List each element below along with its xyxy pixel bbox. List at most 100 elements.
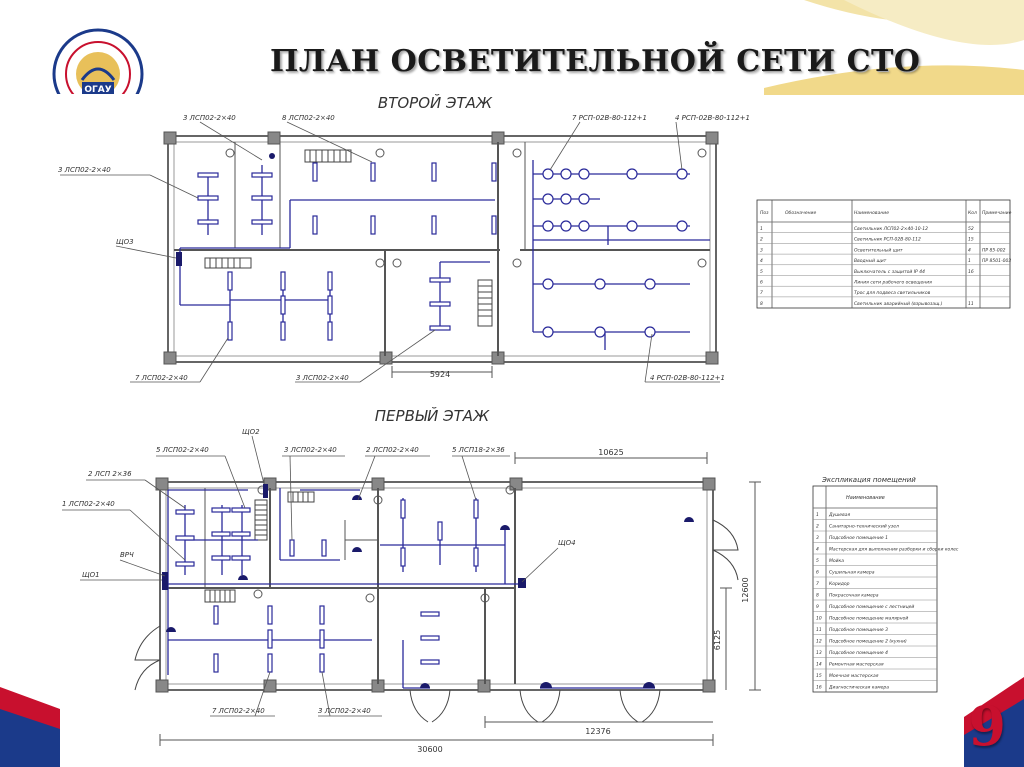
footer-decoration-left [0, 687, 60, 767]
lighting-plan-drawing: ВТОРОЙ ЭТАЖ [58, 93, 1012, 754]
spec-header-cell: Обозначение [785, 210, 816, 216]
rooms-num-cell: 8 [816, 593, 819, 599]
rooms-name-cell: Моечная мастерская [829, 673, 879, 679]
svg-text:ОГАУ: ОГАУ [84, 85, 111, 94]
spec-cell: Вводный щит [854, 258, 887, 264]
spec-cell: Светильник ЛСП02-2×40-10-12 [854, 226, 928, 232]
spec-cell: 3 [760, 247, 763, 253]
spec-cell: 8 [760, 301, 763, 307]
spec-cell: Осветительный щит [854, 247, 903, 253]
spec-header-cell: Примечание [982, 210, 1012, 216]
rooms-name-cell: Подсобное помещение 1 [829, 535, 888, 541]
rooms-name-cell: Диагностическая камера [828, 685, 889, 691]
rooms-name-cell: Мастерская для выполнения разборки и сбо… [829, 547, 959, 553]
label-2f-g: 7 ЛСП02-2×40 [135, 374, 188, 382]
label-1f-j: ЩО4 [558, 539, 576, 547]
footer-decoration-right [964, 677, 1024, 767]
rooms-num-cell: 9 [816, 604, 819, 610]
label-2f-e: 3 ЛСП02-2×40 [58, 166, 111, 174]
spec-header-cell: Поз [760, 210, 769, 216]
spec-cell: Светильник РСП-02В-80-112 [854, 237, 921, 243]
label-1f-l: 3 ЛСП02-2×40 [318, 707, 371, 715]
label-1f-h: ВРЧ [120, 551, 134, 559]
spec-cell: Светильник аварийный (взрывозащ.) [854, 301, 943, 307]
spec-cell: 5 [760, 269, 763, 275]
rooms-num-cell: 13 [816, 650, 822, 656]
rooms-num-cell: 3 [816, 535, 819, 541]
rooms-num-cell: 6 [816, 570, 819, 576]
spec-cell: 4 [760, 258, 763, 264]
rooms-name-cell: Санитарно-технический узел [829, 524, 899, 530]
spec-cell: 4 [968, 247, 971, 253]
dim-right-part: 6125 [713, 630, 722, 650]
label-1f-k: 7 ЛСП02-2×40 [212, 707, 265, 715]
label-2f-h: 3 ЛСП02-2×40 [296, 374, 349, 382]
rooms-table-title: Экспликация помещений [821, 476, 916, 484]
second-floor-heading: ВТОРОЙ ЭТАЖ [378, 93, 493, 112]
first-floor-heading: ПЕРВЫЙ ЭТАЖ [375, 406, 490, 425]
label-1f-a: 5 ЛСП02-2×40 [156, 446, 209, 454]
rooms-num-cell: 12 [816, 639, 822, 645]
rooms-num-cell: 2 [816, 524, 819, 530]
spec-cell: ПР 8501-003 [982, 258, 1011, 264]
header-decoration [764, 0, 1024, 95]
spec-cell: Выключатель с защитой IP 44 [854, 269, 925, 275]
rooms-name-cell: Покрасочная камера [829, 593, 879, 599]
spec-cell: 7 [760, 290, 763, 296]
spec-cell: ПР 85-002 [982, 247, 1006, 253]
label-1f-c: 3 ЛСП02-2×40 [284, 446, 337, 454]
label-2f-f: ЩО3 [116, 238, 134, 246]
rooms-num-cell: 4 [816, 547, 819, 553]
label-2f-b: 8 ЛСП02-2×40 [282, 114, 335, 122]
rooms-num-cell: 15 [816, 673, 822, 679]
rooms-num-cell: 7 [816, 581, 819, 587]
rooms-num-cell: 1 [816, 512, 819, 518]
label-1f-i: ЩО1 [82, 571, 100, 579]
rooms-name-cell: Подсобное помещение 3 [829, 627, 888, 633]
spec-cell: 11 [968, 301, 974, 307]
rooms-name-cell: Коридор [829, 581, 850, 587]
dim-right-total: 12600 [741, 577, 750, 602]
slide-number: 9 [968, 694, 1006, 758]
label-2f-c: 7 РСП-02В-80-112+1 [572, 114, 647, 122]
label-1f-d: 2 ЛСП02-2×40 [366, 446, 419, 454]
dim-bottom-right: 12376 [585, 727, 610, 736]
label-1f-f: 2 ЛСП 2×36 [88, 470, 132, 478]
spec-cell: 1 [760, 226, 763, 232]
rooms-name-cell: Подсобное помещение 4 [829, 650, 888, 656]
rooms-name-cell: Подсобное помещение с лестницей [829, 604, 914, 610]
spec-cell: 2 [760, 237, 763, 243]
label-1f-e: 5 ЛСП18-2×36 [452, 446, 505, 454]
spec-cell: 1 [968, 258, 971, 264]
spec-cell: Трос для подвеса светильников [854, 290, 931, 296]
rooms-name-cell: Подсобное помещение малярной [829, 616, 908, 622]
spec-cell: 16 [968, 269, 974, 275]
spec-cell: 52 [968, 226, 974, 232]
rooms-num-cell: 14 [816, 662, 822, 668]
rooms-header-cell: Наименование [846, 495, 885, 501]
spec-cell: Линия сети рабочего освещения [853, 280, 932, 286]
rooms-name-cell: Подсобное помещение 2 (кухни) [829, 639, 907, 645]
dim-top: 10625 [598, 448, 623, 457]
spec-header-cell: Наименование [854, 210, 889, 216]
label-2f-i: 4 РСП-02В-80-112+1 [650, 374, 725, 382]
spec-cell: 6 [760, 280, 763, 286]
label-1f-b: ЩО2 [242, 428, 260, 436]
rooms-num-cell: 16 [816, 685, 822, 691]
rooms-name-cell: Душевая [828, 512, 850, 518]
label-2f-a: 3 ЛСП02-2×40 [183, 114, 236, 122]
dim-bottom-total: 30600 [417, 745, 442, 754]
rooms-name-cell: Мойка [829, 558, 844, 564]
rooms-num-cell: 10 [816, 616, 822, 622]
spec-header-cell: Кол [968, 210, 977, 216]
slide-title: ПЛАН ОСВЕТИТЕЛЬНОЙ СЕТИ СТО [270, 44, 921, 79]
rooms-num-cell: 5 [816, 558, 819, 564]
label-2f-d: 4 РСП-02В-80-112+1 [675, 114, 750, 122]
rooms-num-cell: 11 [816, 627, 822, 633]
spec-cell: 15 [968, 237, 974, 243]
university-logo: ОГАУ [52, 28, 144, 94]
dim-5924: 5924 [430, 370, 450, 379]
rooms-name-cell: Сушильная камера [829, 570, 875, 576]
rooms-name-cell: Ремонтная мастерская [829, 662, 884, 668]
label-1f-g: 1 ЛСП02-2×40 [62, 500, 115, 508]
